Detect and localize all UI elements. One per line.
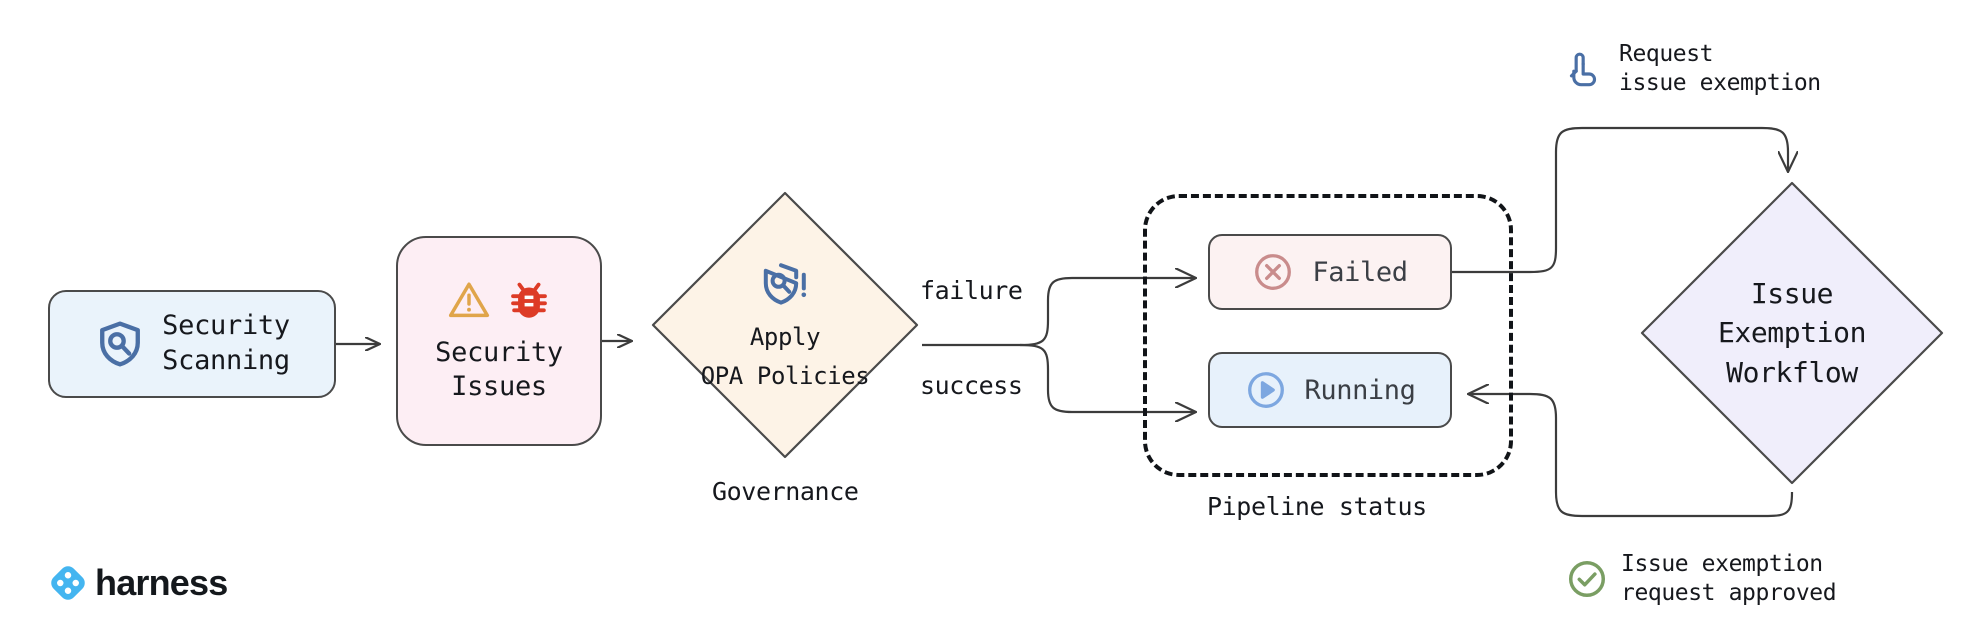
annotation-line1: Issue exemption	[1621, 551, 1823, 577]
pipeline-status-group	[1143, 194, 1513, 477]
node-security-scanning[interactable]: Security Scanning	[48, 290, 336, 398]
node-label-line3: Workflow	[1726, 355, 1858, 389]
node-status-failed[interactable]: Failed	[1208, 234, 1452, 310]
diamond-shape	[1640, 181, 1944, 485]
annotation-line2: issue exemption	[1619, 70, 1821, 97]
diamond-shape	[651, 191, 919, 459]
edge-label-success: success	[920, 371, 1023, 400]
click-tap-hand-icon	[1566, 49, 1606, 89]
circle-x-icon	[1252, 251, 1294, 293]
node-security-issues[interactable]: Security Issues	[396, 236, 602, 446]
caption-pipeline-status: Pipeline status	[1207, 492, 1427, 521]
circle-check-icon	[1566, 558, 1608, 600]
node-apply-opa-policies[interactable]: Apply OPA Policies	[648, 188, 922, 462]
harness-logo: harness	[50, 562, 228, 604]
shield-search-icon	[94, 318, 146, 370]
node-label-line2: Exemption	[1717, 316, 1867, 350]
security-issues-icons	[447, 278, 551, 322]
node-label-line1: Security	[162, 310, 290, 342]
node-issue-exemption-workflow[interactable]: Issue Exemption Workflow	[1637, 178, 1947, 488]
node-label-line1: Security	[435, 336, 563, 368]
shield-search-alert-icon	[759, 258, 811, 310]
node-label: Failed	[1312, 256, 1408, 288]
node-label-line1: Apply	[749, 322, 821, 351]
node-status-running[interactable]: Running	[1208, 352, 1452, 428]
node-label: Running	[1304, 374, 1416, 406]
node-label-line1: Issue	[1750, 276, 1834, 310]
annotation-request-issue-exemption: Request issue exemption	[1566, 40, 1821, 98]
harness-diamond-logo-icon	[50, 565, 86, 601]
node-label-line2: OPA Policies	[700, 362, 870, 390]
annotation-request-approved: Issue exemption request approved	[1566, 550, 1837, 608]
caption-governance: Governance	[712, 477, 859, 506]
annotation-line2: request approved	[1621, 580, 1837, 607]
circle-play-icon	[1245, 369, 1287, 411]
harness-wordmark: harness	[95, 562, 228, 603]
node-label-line2: Issues	[451, 371, 547, 402]
warning-triangle-icon	[447, 278, 491, 322]
bug-icon	[507, 278, 551, 322]
node-label-line2: Scanning	[162, 345, 290, 376]
edge-label-failure: failure	[920, 276, 1023, 305]
annotation-line1: Request	[1619, 41, 1714, 67]
